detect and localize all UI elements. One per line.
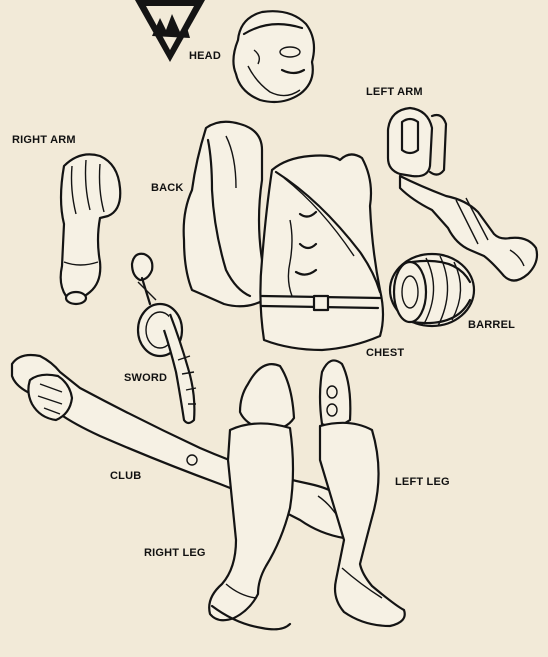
- right-leg-part: [209, 364, 294, 629]
- back-part: [184, 122, 264, 307]
- label-club: CLUB: [110, 470, 141, 482]
- right-arm-part: [61, 154, 121, 304]
- label-barrel: BARREL: [468, 319, 515, 331]
- label-sword: SWORD: [124, 372, 167, 384]
- label-back: BACK: [151, 182, 184, 194]
- barrel-part: [390, 254, 474, 326]
- label-left-arm: LEFT ARM: [366, 86, 423, 98]
- label-chest: CHEST: [366, 347, 404, 359]
- label-head: HEAD: [189, 50, 221, 62]
- label-left-leg: LEFT LEG: [395, 476, 450, 488]
- left-arm-part: [388, 108, 537, 281]
- chest-part: [260, 154, 383, 350]
- label-right-leg: RIGHT LEG: [144, 547, 206, 559]
- head-part: [233, 11, 314, 102]
- left-leg-part: [320, 360, 405, 626]
- label-right-arm: RIGHT ARM: [12, 134, 76, 146]
- sword-part: [132, 254, 196, 423]
